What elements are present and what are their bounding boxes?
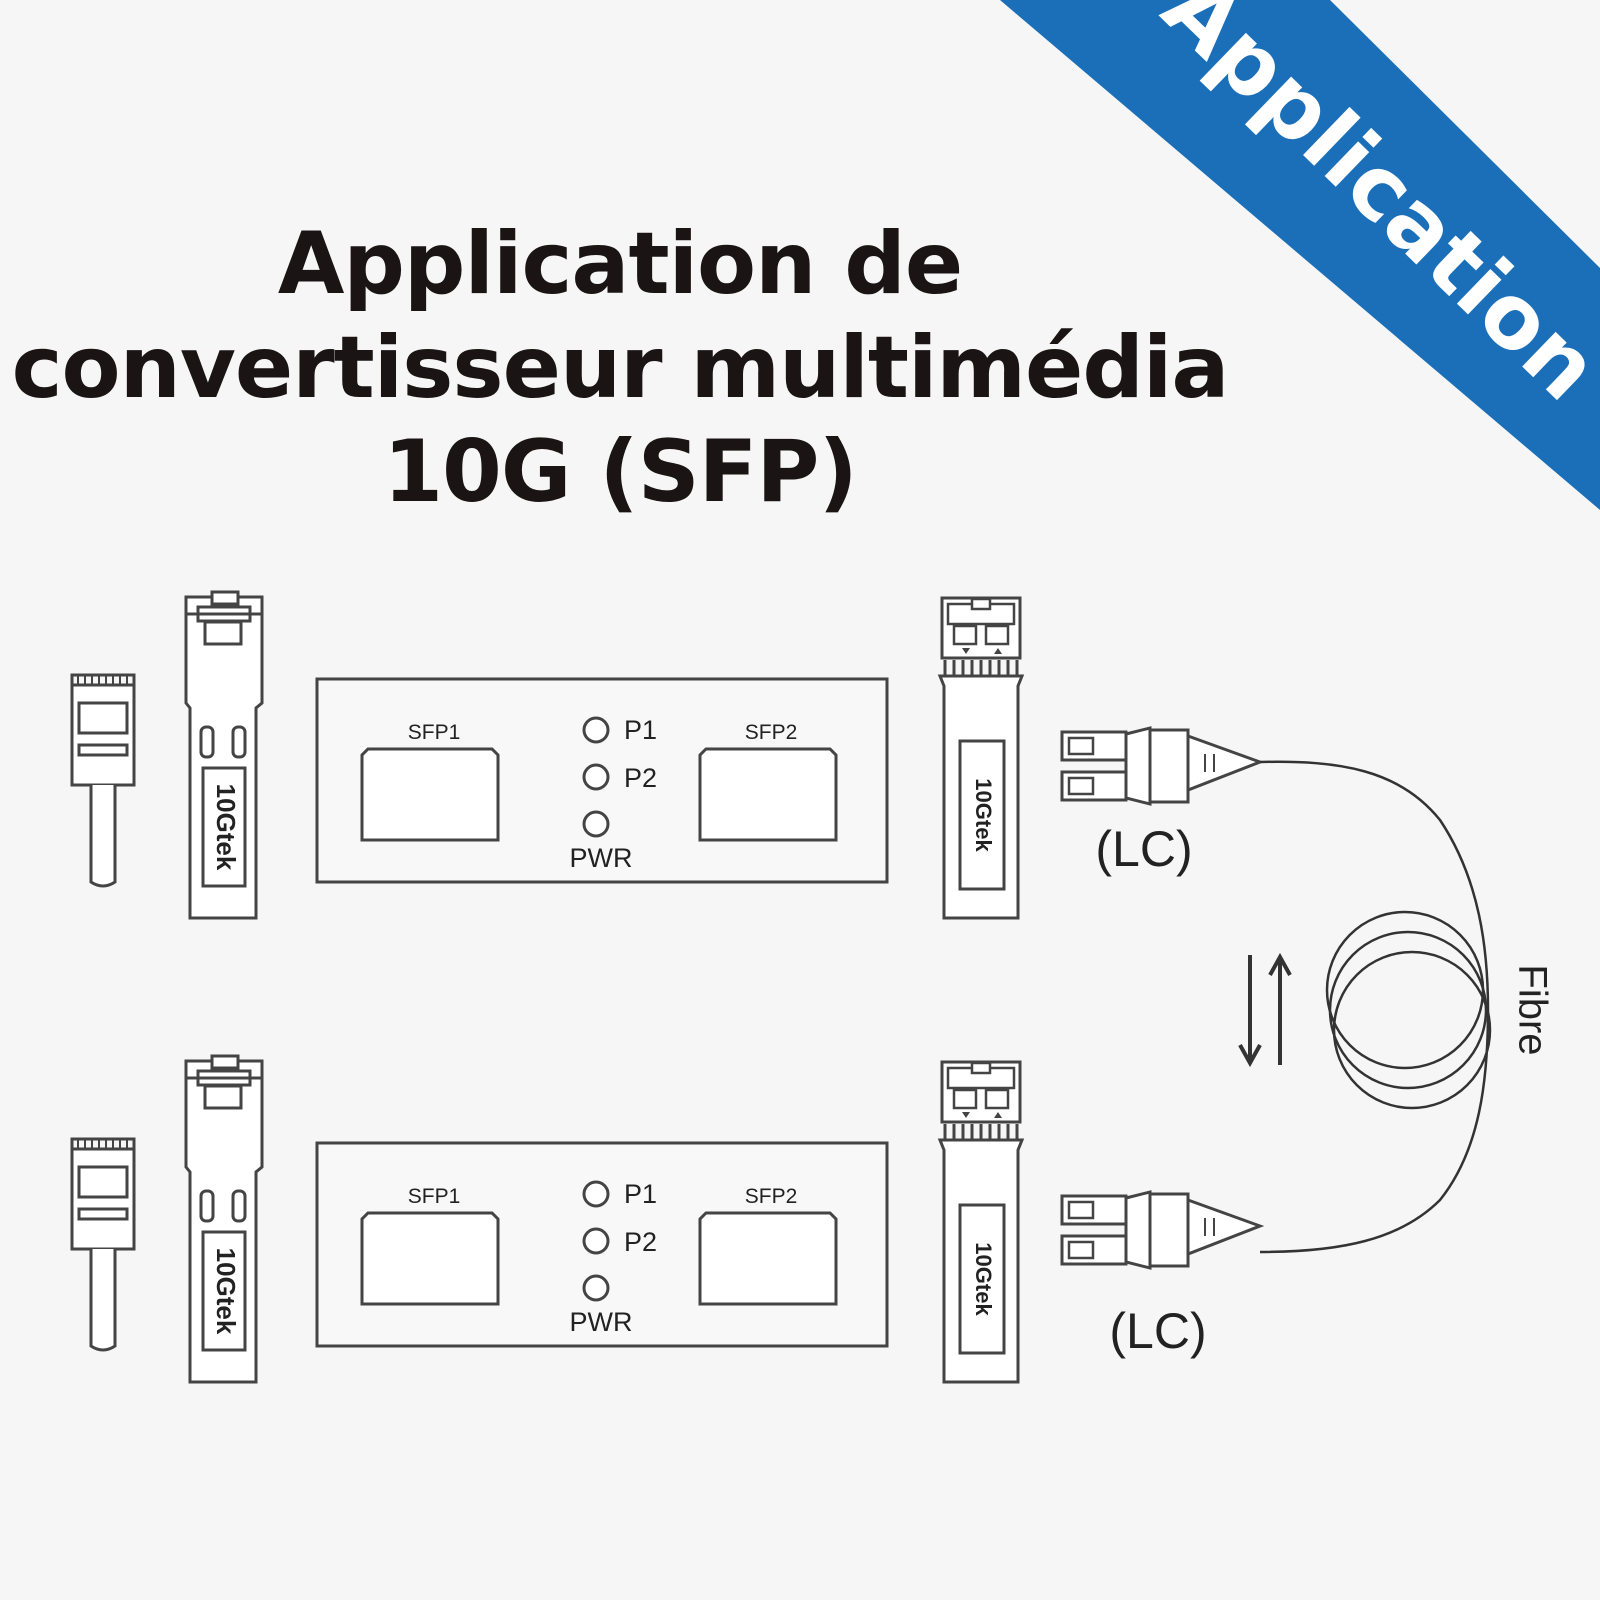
- media-converter-bottom: SFP1 SFP2 P1 P2 PWR: [315, 1141, 889, 1348]
- fiber-label: Fibre: [1510, 964, 1554, 1055]
- fiber-cable: [1259, 760, 1492, 1254]
- led-label-p1: P1: [624, 715, 657, 745]
- application-banner: [1000, 0, 1600, 510]
- rj45-plug-bottom: [70, 1137, 136, 1352]
- module-brand-label: 10Gtek: [971, 778, 996, 852]
- media-converter-top: SFP1 SFP2 P1 P2 PWR: [315, 677, 889, 884]
- rj45-plug-top: [70, 673, 136, 888]
- module-brand-label: 10Gtek: [211, 784, 241, 871]
- sfp-fiber-module-bottom: 10Gtek: [938, 1060, 1024, 1384]
- title-line-2: convertisseur multimédia: [11, 318, 1230, 418]
- led-label-pwr: PWR: [570, 843, 633, 873]
- module-brand-label: 10Gtek: [971, 1242, 996, 1316]
- title-line-3: 10G (SFP): [383, 422, 858, 522]
- lc-connector-top: [1060, 726, 1262, 806]
- title-line-1: Application de: [277, 214, 963, 314]
- lc-connector-bottom: [1060, 1190, 1262, 1270]
- top-assembly: 10Gtek SFP1 SFP2 P1 P2 PWR 10Gtek (LC): [70, 590, 1262, 920]
- page-title: Application de convertisseur multimédia …: [0, 212, 1240, 524]
- port-label-sfp2: SFP2: [745, 1185, 798, 1208]
- sfp-copper-module-bottom: 10Gtek: [184, 1054, 264, 1384]
- sfp-fiber-module-top: 10Gtek: [938, 596, 1024, 920]
- module-brand-label: 10Gtek: [211, 1248, 241, 1335]
- led-label-pwr: PWR: [570, 1307, 633, 1337]
- sfp-copper-module-top: 10Gtek: [184, 590, 264, 920]
- port-label-sfp2: SFP2: [745, 721, 798, 744]
- bottom-assembly: 10Gtek SFP1 SFP2 P1 P2 PWR 10Gtek (LC): [70, 1054, 1262, 1384]
- lc-label-bottom: (LC): [1109, 1303, 1206, 1359]
- port-label-sfp1: SFP1: [408, 721, 461, 744]
- led-label-p2: P2: [624, 1227, 657, 1257]
- led-label-p2: P2: [624, 763, 657, 793]
- led-label-p1: P1: [624, 1179, 657, 1209]
- lc-label-top: (LC): [1095, 821, 1192, 877]
- bidirectional-arrows-icon: [1238, 952, 1292, 1068]
- port-label-sfp1: SFP1: [408, 1185, 461, 1208]
